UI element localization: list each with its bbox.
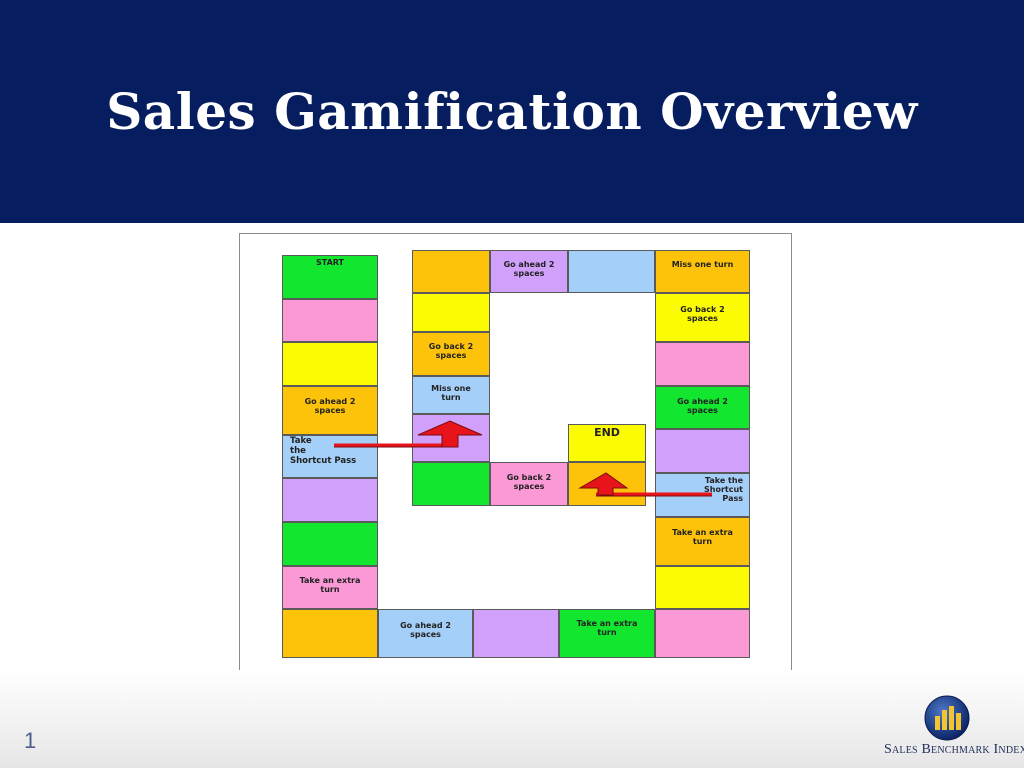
board-cell (412, 293, 490, 332)
cell-label: Take an extra turn (299, 576, 361, 595)
page-number: 1 (24, 728, 37, 753)
cell-label: Go back 2 spaces (506, 473, 552, 492)
board-cell-shortcut: Take the Shortcut Pass (282, 435, 378, 478)
board-cell (568, 250, 655, 293)
board-cell-extra-turn: Take an extra turn (282, 566, 378, 609)
cell-label: Go ahead 2 spaces (503, 260, 555, 279)
logo-globe-icon (924, 695, 970, 741)
logo-text: Sales Benchmark Index (884, 742, 1024, 757)
board-cell (655, 342, 750, 386)
board-cell (473, 609, 559, 658)
cell-label: Take an extra turn (672, 528, 733, 547)
board-cell (655, 566, 750, 609)
cell-label: START (315, 258, 345, 267)
cell-label: Take an extra turn (576, 619, 638, 638)
cell-label: Miss one turn (431, 384, 471, 403)
shortcut-line-left (334, 443, 450, 448)
board-cell (412, 462, 490, 506)
company-logo: Sales Benchmark Index (884, 694, 1024, 764)
cell-label: END (594, 426, 620, 439)
board-cell (655, 429, 750, 473)
board-cell-miss-turn: Miss one turn (655, 250, 750, 293)
board-cell (655, 609, 750, 658)
board-cell (412, 250, 490, 293)
slide-title: Sales Gamification Overview (106, 82, 918, 141)
cell-label: Go ahead 2 spaces (400, 621, 451, 640)
board-cell (282, 522, 378, 566)
cell-label: Take the Shortcut Pass (290, 436, 357, 466)
board-cell (282, 609, 378, 658)
cell-label: Miss one turn (671, 260, 734, 269)
board-cell-go-back: Go back 2 spaces (412, 332, 490, 376)
title-banner: Sales Gamification Overview (0, 0, 1024, 223)
board-cell-go-back: Go back 2 spaces (655, 293, 750, 342)
board-cell-miss-turn: Miss one turn (412, 376, 490, 414)
arrow-up-icon (578, 472, 629, 496)
board-cell-end: END (568, 424, 646, 462)
board-cell-go-ahead: Go ahead 2 spaces (655, 386, 750, 429)
cell-label: Go ahead 2 spaces (304, 397, 356, 416)
shortcut-line-right (596, 492, 712, 497)
cell-label: Go back 2 spaces (428, 342, 474, 361)
cell-label: Go back 2 spaces (680, 305, 725, 324)
board-cell-go-ahead: Go ahead 2 spaces (378, 609, 473, 658)
board-cell (282, 478, 378, 522)
board-cell-go-ahead: Go ahead 2 spaces (282, 386, 378, 435)
cell-label: Go ahead 2 spaces (677, 397, 728, 416)
slide-footer (0, 670, 1024, 768)
arrow-up-icon (417, 420, 483, 448)
cell-label: Take the Shortcut Pass (704, 476, 743, 504)
board-cell-go-back: Go back 2 spaces (490, 462, 568, 506)
board-cell-go-ahead: Go ahead 2 spaces (490, 250, 568, 293)
board-cell-extra-turn: Take an extra turn (559, 609, 655, 658)
board-cell-extra-turn: Take an extra turn (655, 517, 750, 566)
board-cell-start: START (282, 255, 378, 299)
board-cell (282, 299, 378, 342)
board-cell (282, 342, 378, 386)
